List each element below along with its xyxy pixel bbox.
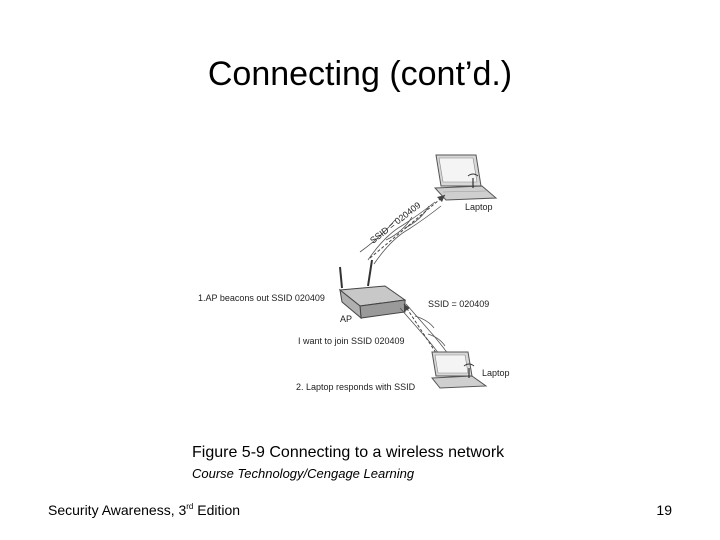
laptop-top-icon bbox=[433, 154, 498, 201]
step1-label: 1.AP beacons out SSID 020409 bbox=[198, 293, 325, 303]
diagram-svg: Laptop SSID = 020409 AP 1.AP beacons out… bbox=[198, 154, 510, 392]
access-point-icon bbox=[338, 259, 407, 320]
footer-course-title: Security Awareness, 3rd Edition bbox=[48, 502, 240, 518]
ap-label: AP bbox=[340, 314, 352, 324]
figure-credit: Course Technology/Cengage Learning bbox=[192, 466, 415, 481]
laptop-top-label: Laptop bbox=[465, 202, 493, 212]
join-request-label: I want to join SSID 020409 bbox=[298, 336, 405, 346]
laptop-bottom-icon bbox=[430, 351, 488, 389]
step2-label: 2. Laptop responds with SSID bbox=[296, 382, 416, 392]
antenna-icon bbox=[467, 173, 479, 188]
wireless-connection-diagram: Laptop SSID = 020409 AP 1.AP beacons out… bbox=[190, 140, 520, 405]
laptop-bottom-label: Laptop bbox=[482, 368, 510, 378]
footer-text: Security Awareness, 3 bbox=[48, 502, 187, 518]
figure-caption: Figure 5-9 Connecting to a wireless netw… bbox=[192, 444, 505, 461]
signal-waves-upper bbox=[359, 201, 442, 265]
footer-superscript: rd bbox=[186, 502, 194, 511]
footer-text-end: Edition bbox=[193, 502, 241, 518]
beacon-arrow bbox=[369, 194, 446, 259]
response-arrowhead bbox=[404, 304, 410, 312]
slide-title: Connecting (cont’d.) bbox=[207, 55, 513, 93]
page-number: 19 bbox=[656, 502, 672, 518]
antenna-bottom-icon bbox=[463, 363, 475, 378]
beacon-arrowhead bbox=[437, 195, 445, 202]
ssid-response-label: SSID = 020409 bbox=[428, 299, 489, 309]
